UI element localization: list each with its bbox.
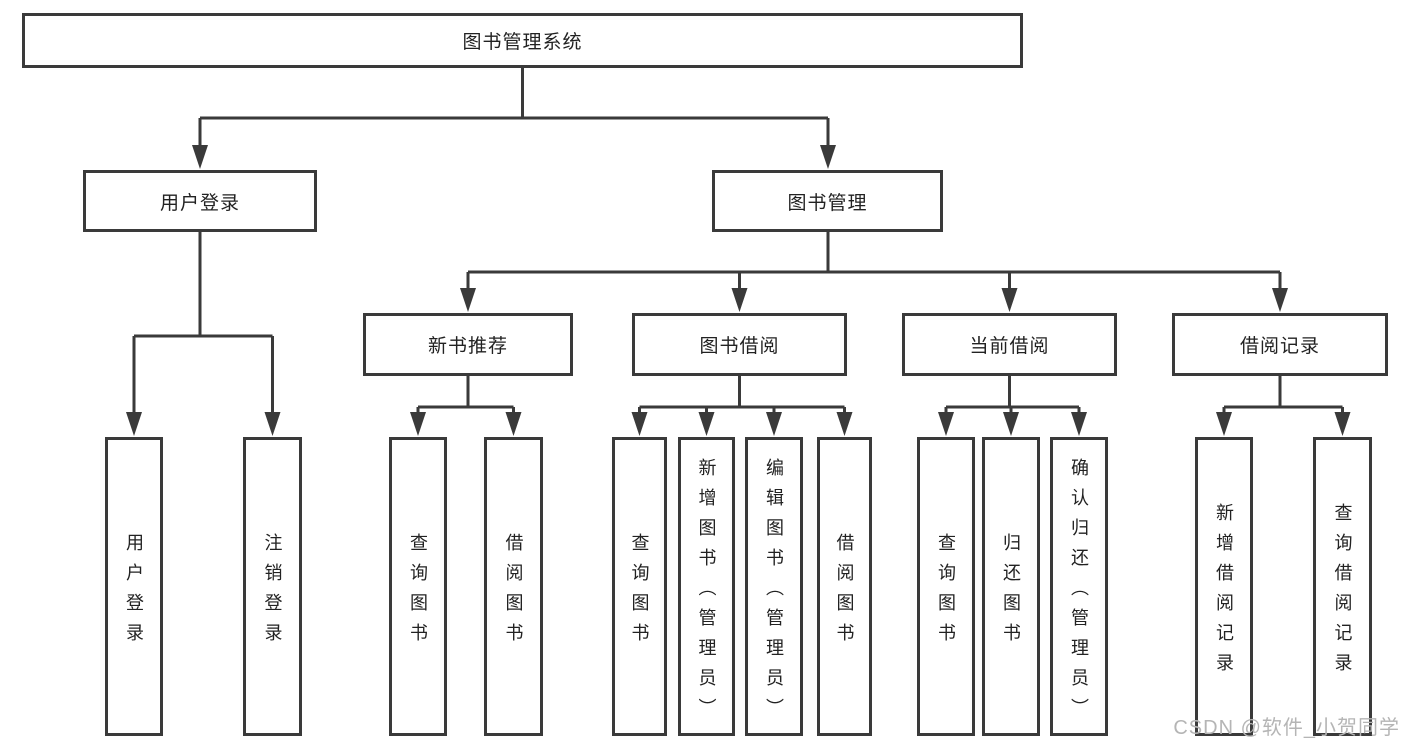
- leaf-query-books-current: 查询图书: [917, 437, 975, 736]
- leaf-add-books-admin: 新增图书（管理员）: [678, 437, 735, 736]
- leaf-borrow-books-recommend: 借阅图书: [484, 437, 543, 736]
- node-new-book-recommendation: 新书推荐: [363, 313, 573, 376]
- node-library-system: 图书管理系统: [22, 13, 1023, 68]
- leaf-query-borrow-record: 查询借阅记录: [1313, 437, 1372, 736]
- edge-records-to-leaves: [1222, 376, 1344, 415]
- node-label: 注销登录: [262, 532, 283, 653]
- node-book-management-branch: 图书管理: [712, 170, 943, 232]
- leaf-confirm-return-admin: 确认归还（管理员）: [1050, 437, 1108, 736]
- leaf-edit-books-admin: 编辑图书（管理员）: [745, 437, 803, 736]
- node-label: 归还图书: [1001, 532, 1021, 653]
- node-label: 用户登录: [159, 192, 240, 214]
- node-label: 编辑图书（管理员）: [764, 457, 784, 728]
- node-label: 图书管理系统: [462, 32, 583, 53]
- node-label: 用户登录: [124, 532, 144, 653]
- arrowheads: [126, 145, 1351, 436]
- node-label: 新增图书（管理员）: [696, 457, 717, 728]
- edge-current-to-leaves: [944, 376, 1081, 415]
- node-label: 查询图书: [629, 532, 650, 653]
- leaf-return-books: 归还图书: [982, 437, 1040, 736]
- edge-borrow-to-leaves: [638, 376, 846, 415]
- node-label: 新增借阅记录: [1214, 502, 1234, 683]
- node-label: 图书管理: [787, 192, 868, 214]
- node-label: 查询图书: [936, 532, 956, 653]
- leaf-user-login: 用户登录: [105, 437, 163, 736]
- node-borrowing-records: 借阅记录: [1172, 313, 1388, 376]
- node-label: 新书推荐: [427, 336, 508, 357]
- leaf-query-books-borrow: 查询图书: [612, 437, 667, 736]
- node-label: 确认归还（管理员）: [1069, 457, 1089, 728]
- node-label: 查询借阅记录: [1332, 502, 1353, 683]
- node-label: 图书借阅: [699, 336, 780, 357]
- node-current-borrowing: 当前借阅: [902, 313, 1117, 376]
- node-label: 借阅图书: [503, 532, 524, 653]
- leaf-borrow-books: 借阅图书: [817, 437, 872, 736]
- node-label: 当前借阅: [969, 336, 1050, 357]
- edge-newbook-to-leaves: [416, 376, 515, 415]
- leaf-add-borrow-record: 新增借阅记录: [1195, 437, 1253, 736]
- node-user-login-branch: 用户登录: [83, 170, 317, 232]
- node-label: 借阅图书: [834, 532, 855, 653]
- edge-login-to-leaves: [132, 232, 274, 415]
- leaf-logout: 注销登录: [243, 437, 302, 736]
- edge-root-to-level2: [198, 68, 830, 150]
- node-book-borrowing: 图书借阅: [632, 313, 847, 376]
- node-label: 借阅记录: [1239, 336, 1320, 357]
- csdn-watermark: CSDN @软件_小贺同学: [1173, 717, 1400, 739]
- edge-mgmt-to-level3: [466, 232, 1282, 292]
- node-label: 查询图书: [408, 532, 428, 653]
- leaf-query-books-recommend: 查询图书: [389, 437, 447, 736]
